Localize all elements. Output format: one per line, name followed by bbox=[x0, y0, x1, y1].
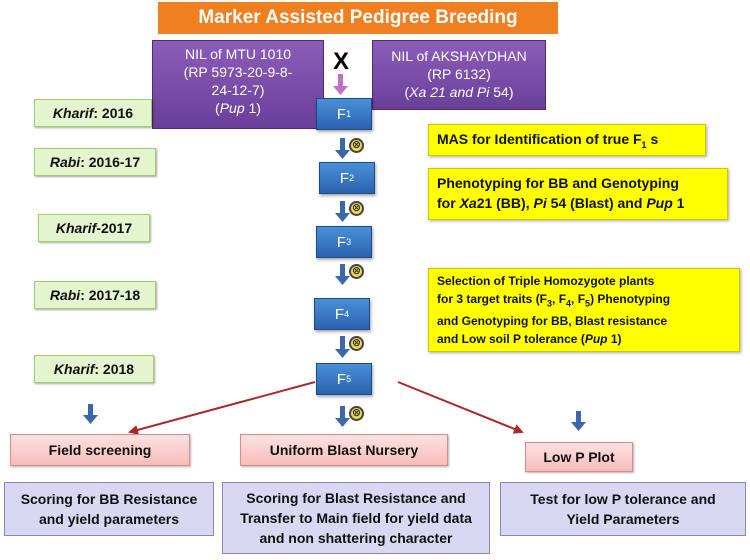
cross-symbol: X bbox=[332, 48, 349, 75]
field-screening-box: Field screening bbox=[10, 434, 190, 466]
low-p-arrow bbox=[571, 411, 586, 431]
season-label: Rabi : 2016-17 bbox=[34, 148, 156, 176]
generation-arrow bbox=[335, 138, 350, 159]
selfing-symbol: ⊗ bbox=[349, 406, 364, 421]
season-label: Kharif : 2018 bbox=[34, 355, 154, 383]
phenotyping-note: Phenotyping for BB and Genotyping for Xa… bbox=[428, 168, 728, 220]
red-arrow-right bbox=[397, 381, 524, 434]
low-p-plot-box: Low P Plot bbox=[525, 442, 633, 472]
parent-left-line3: 24-12-7) bbox=[211, 82, 265, 98]
parent-left-line2: (RP 5973-20-9-8- bbox=[183, 64, 293, 80]
parent-right-line1: NIL of AKSHAYDHAN bbox=[391, 48, 527, 64]
generation-arrow bbox=[335, 201, 350, 222]
field-screening-arrow bbox=[83, 404, 98, 424]
red-arrow-left bbox=[128, 381, 316, 435]
uniform-blast-nursery-box: Uniform Blast Nursery bbox=[240, 434, 448, 466]
selfing-symbol: ⊗ bbox=[349, 201, 364, 216]
season-label: Kharif : 2016 bbox=[34, 99, 152, 127]
selfing-symbol: ⊗ bbox=[349, 138, 364, 153]
season-label: Kharif-2017 bbox=[38, 214, 150, 242]
parent-left: NIL of MTU 1010 (RP 5973-20-9-8- 24-12-7… bbox=[152, 40, 324, 129]
selection-note: Selection of Triple Homozygote plants fo… bbox=[428, 268, 740, 352]
cross-arrow bbox=[333, 74, 348, 95]
selfing-symbol: ⊗ bbox=[349, 264, 364, 279]
generation-arrow bbox=[335, 406, 350, 427]
parent-right-line2: (RP 6132) bbox=[427, 66, 491, 82]
parent-left-line1: NIL of MTU 1010 bbox=[184, 46, 292, 62]
generation-arrow bbox=[335, 336, 350, 358]
season-label: Rabi : 2017-18 bbox=[34, 281, 156, 309]
selfing-symbol: ⊗ bbox=[349, 336, 364, 351]
parent-left-line4: (Pup 1) bbox=[215, 100, 261, 116]
mas-note: MAS for Identification of true F1 s bbox=[428, 124, 706, 156]
parent-right-line3: (Xa 21 and Pi 54) bbox=[404, 84, 514, 100]
parent-right: NIL of AKSHAYDHAN (RP 6132) (Xa 21 and P… bbox=[372, 40, 546, 110]
generation-arrow bbox=[335, 264, 350, 285]
page-title: Marker Assisted Pedigree Breeding bbox=[158, 2, 558, 34]
